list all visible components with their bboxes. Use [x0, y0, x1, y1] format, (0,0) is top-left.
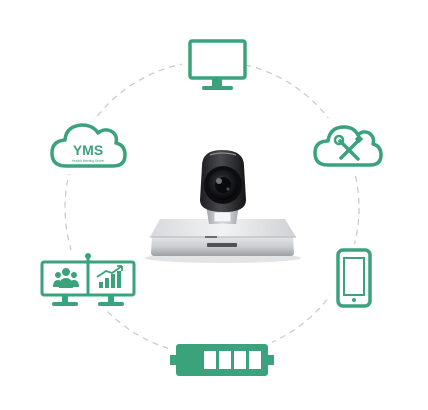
dual-screen-users-chart-icon	[40, 253, 136, 306]
video-conferencing-camera-icon	[145, 150, 301, 263]
monitor-node	[182, 30, 247, 90]
expansion-node	[168, 340, 274, 382]
mobile-node	[330, 244, 378, 310]
dual-screen-node	[36, 250, 140, 310]
smartphone-icon	[336, 248, 372, 308]
expansion-module-icon	[170, 344, 274, 376]
cloud-tools-node	[310, 118, 384, 174]
cloud-wrench-screwdriver-icon	[313, 125, 383, 167]
yms-cloud-node: YMS Yealink Meeting Server	[46, 118, 128, 174]
yms-label: YMS	[73, 142, 103, 158]
connection-ring	[64, 60, 360, 356]
yms-cloud-icon: YMS Yealink Meeting Server	[50, 123, 127, 168]
monitor-icon	[188, 39, 247, 90]
yms-sublabel: Yealink Meeting Server	[72, 159, 106, 163]
